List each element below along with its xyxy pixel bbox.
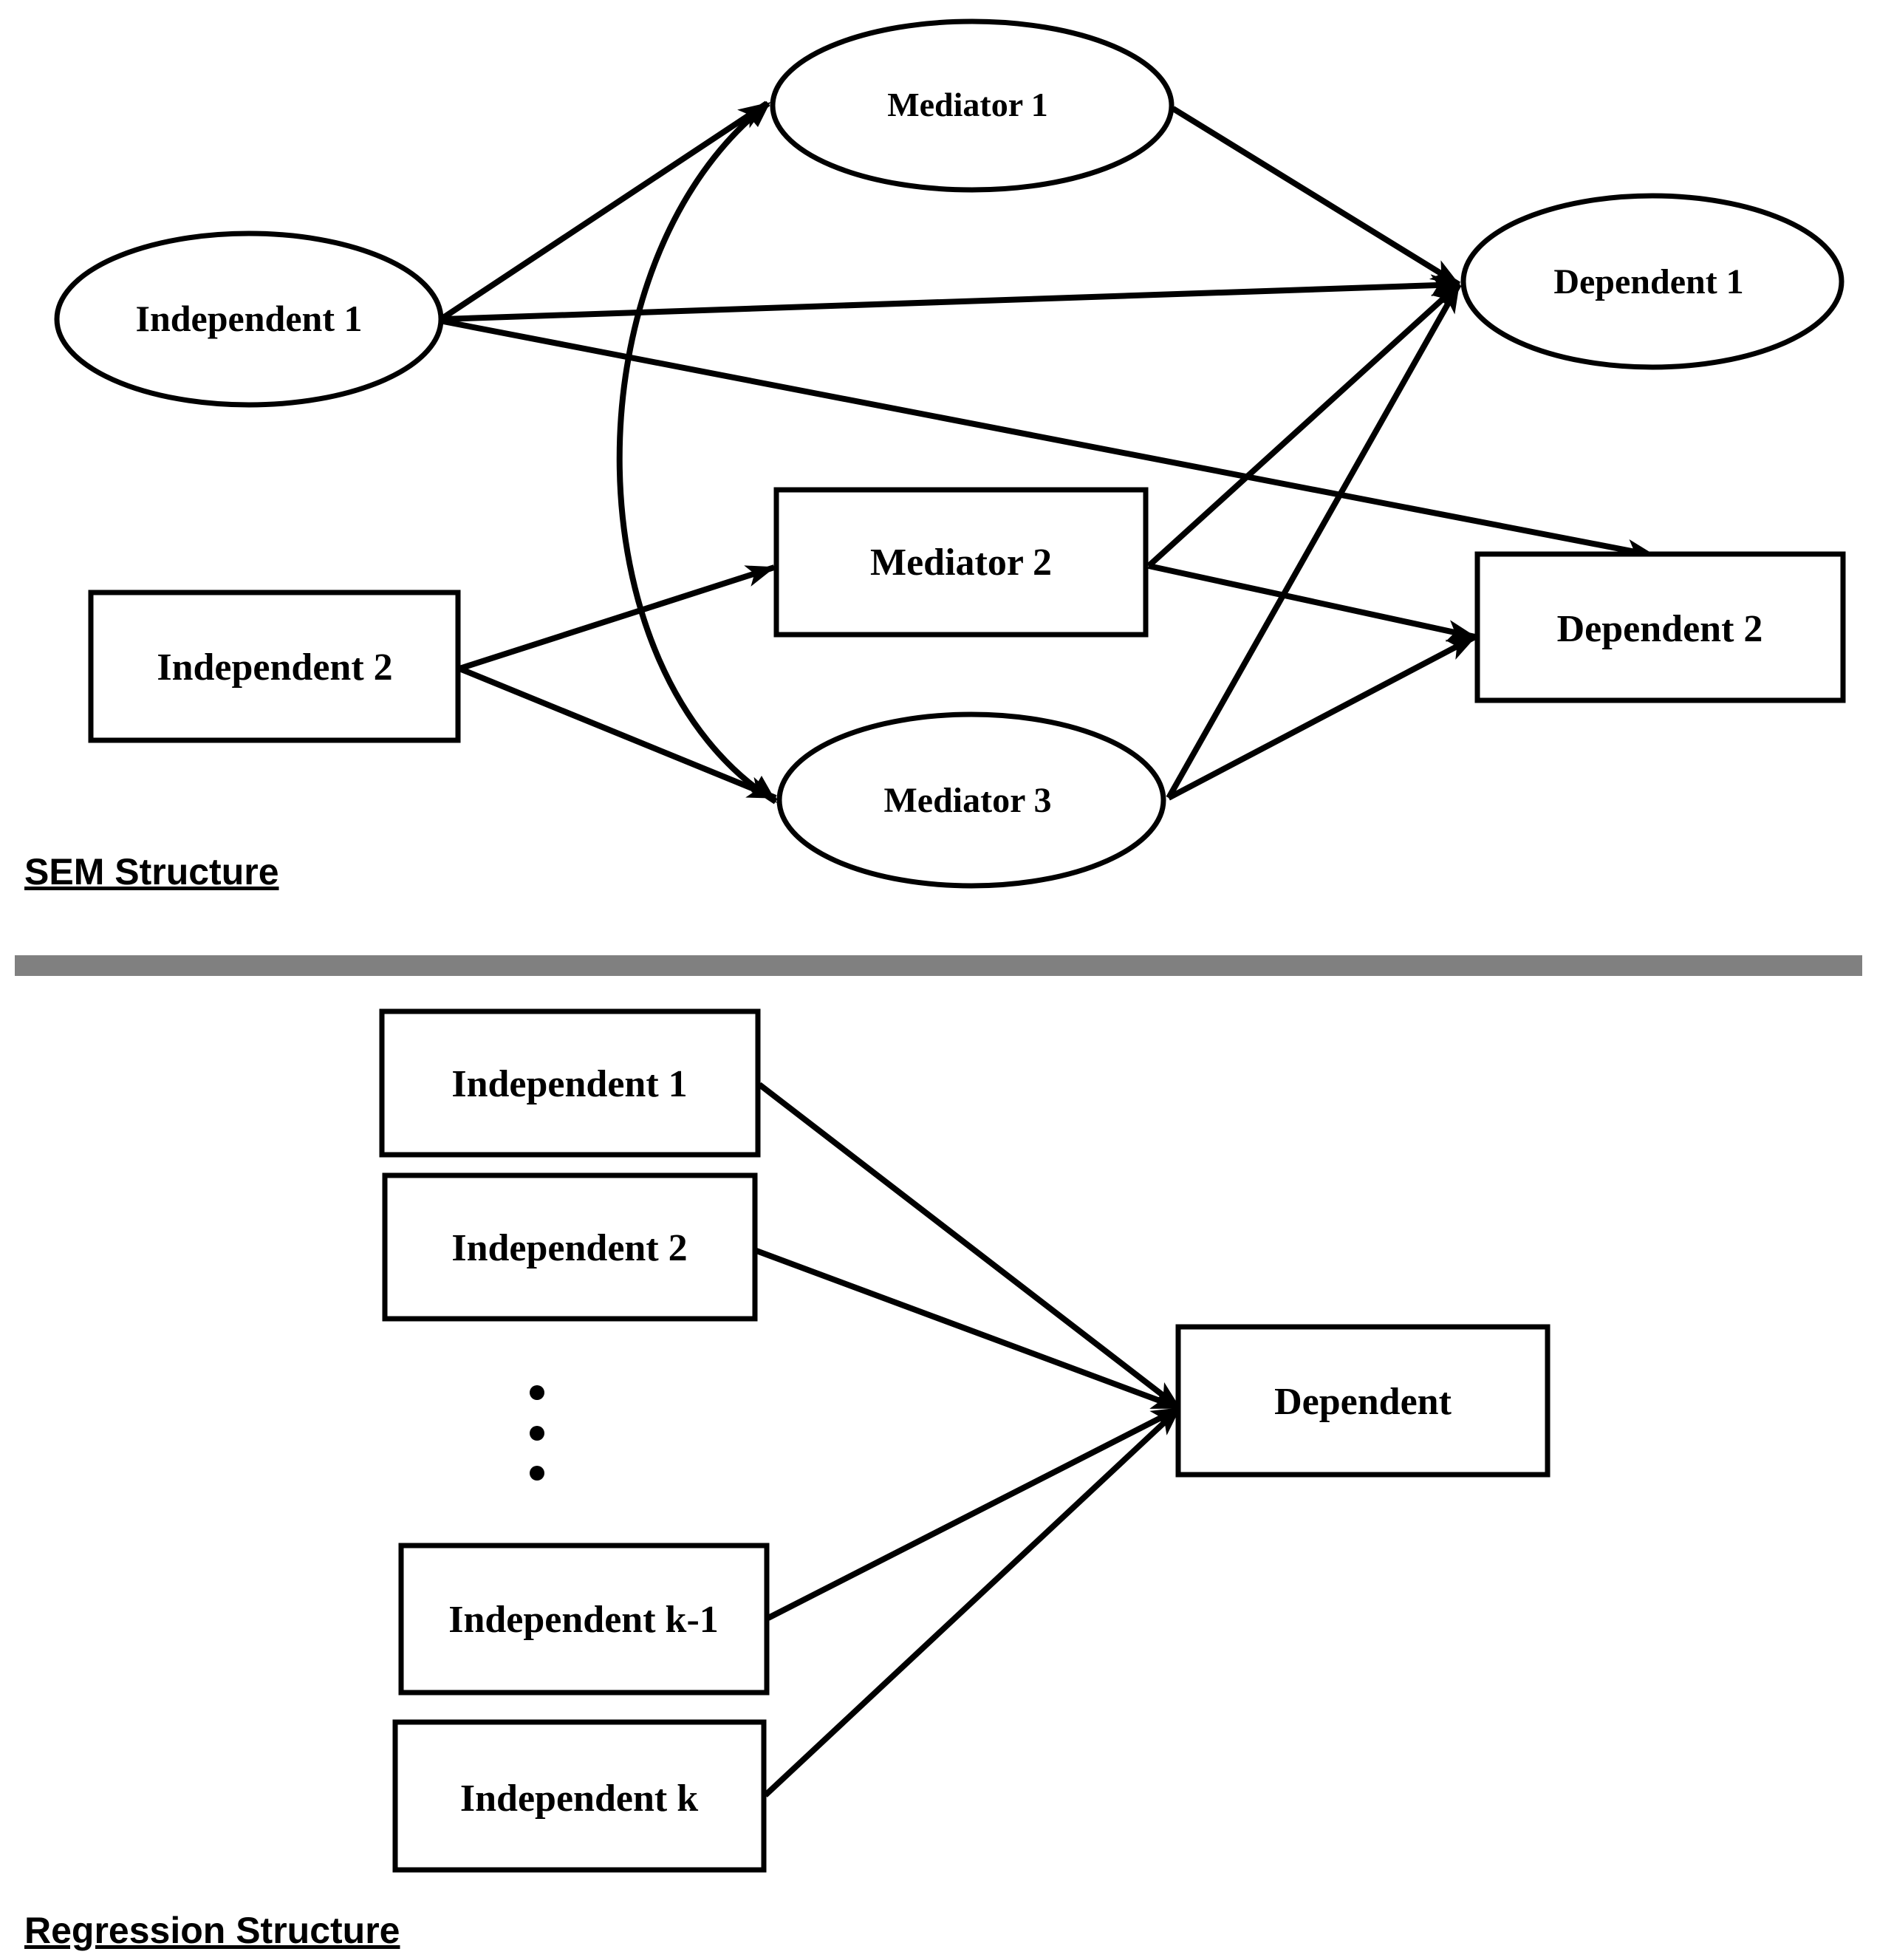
edge-med3-dep2	[1167, 634, 1477, 801]
edge-ind1-dep2	[442, 318, 1656, 561]
node-independent-1[interactable]: Independent 1	[54, 231, 444, 408]
edge-ind2-med2	[458, 564, 776, 672]
regression-edges	[755, 1082, 1182, 1797]
node-shape	[773, 487, 1149, 638]
edge-rind1-rdep	[757, 1082, 1182, 1411]
node-mediator-1[interactable]: Mediator 1	[770, 18, 1175, 193]
edge-rindk-rdep	[763, 1406, 1182, 1797]
edge-med2-dep1	[1146, 282, 1461, 568]
node-label: Independent 2	[157, 646, 392, 689]
regression-caption: Regression Structure	[24, 1910, 400, 1951]
sem-edges	[441, 100, 1656, 805]
node-mediator-3[interactable]: Mediator 3	[776, 711, 1166, 889]
node-reg-independent-1[interactable]: Independent 1	[379, 1008, 761, 1158]
node-dependent-2[interactable]: Dependent 2	[1474, 551, 1846, 703]
edge-med3-dep1	[1166, 283, 1462, 799]
node-shape	[88, 590, 461, 743]
node-label: Independent 1	[135, 298, 362, 339]
node-dependent-1[interactable]: Dependent 1	[1460, 193, 1844, 370]
edge-ind2-med3	[458, 666, 777, 801]
node-shape	[379, 1008, 761, 1158]
sem-diagram: Independent 1 Independent 2 Mediator 1 M…	[24, 18, 1846, 892]
node-reg-independent-k[interactable]: Independent k	[392, 1719, 767, 1873]
covariance-med3-med1	[616, 100, 778, 805]
node-shape	[382, 1172, 758, 1322]
ellipsis-dot	[530, 1385, 544, 1400]
node-independent-2[interactable]: Independent 2	[88, 590, 461, 743]
node-label: Dependent 2	[1557, 608, 1763, 650]
ellipsis-dots	[530, 1385, 544, 1481]
node-label: Dependent 1	[1553, 262, 1743, 301]
edge-rindk1-rdep	[767, 1405, 1181, 1621]
regression-diagram: Independent 1 Independent 2 Independent …	[24, 1008, 1551, 1951]
sem-nodes: Independent 1 Independent 2 Mediator 1 M…	[54, 18, 1846, 889]
edge-rind2-rdep	[755, 1248, 1181, 1411]
node-shape	[1474, 551, 1846, 703]
node-label: Independent k-1	[448, 1599, 719, 1641]
node-reg-independent-k-minus-1[interactable]: Independent k-1	[398, 1543, 770, 1696]
edge-ind1-med1	[441, 100, 769, 321]
node-label: Mediator 1	[887, 86, 1048, 123]
covariance-arrowhead-med3	[751, 776, 777, 803]
edge-med2-dep2	[1148, 563, 1477, 642]
node-label: Independent k	[460, 1778, 698, 1820]
edge-ind1-dep1	[442, 274, 1460, 322]
ellipsis-dot	[530, 1466, 544, 1481]
node-label: Dependent	[1274, 1381, 1452, 1423]
node-shape	[1460, 193, 1844, 370]
node-reg-independent-2[interactable]: Independent 2	[382, 1172, 758, 1322]
regression-nodes: Independent 1 Independent 2 Independent …	[379, 1008, 1551, 1873]
edge-med1-dep1	[1171, 106, 1461, 287]
node-shape	[54, 231, 444, 408]
node-label: Mediator 3	[883, 781, 1051, 820]
node-shape	[392, 1719, 767, 1873]
node-shape	[1175, 1324, 1551, 1478]
node-shape	[770, 18, 1175, 193]
node-mediator-2[interactable]: Mediator 2	[773, 487, 1149, 638]
node-shape	[776, 711, 1166, 889]
node-label: Independent 2	[451, 1227, 687, 1269]
ellipsis-dot	[530, 1426, 544, 1441]
section-divider	[15, 955, 1862, 976]
node-shape	[398, 1543, 770, 1696]
covariance-arrowhead-med1	[745, 102, 770, 127]
node-label: Independent 1	[451, 1063, 687, 1105]
sem-caption: SEM Structure	[24, 851, 279, 892]
node-reg-dependent[interactable]: Dependent	[1175, 1324, 1551, 1478]
node-label: Mediator 2	[870, 542, 1052, 584]
